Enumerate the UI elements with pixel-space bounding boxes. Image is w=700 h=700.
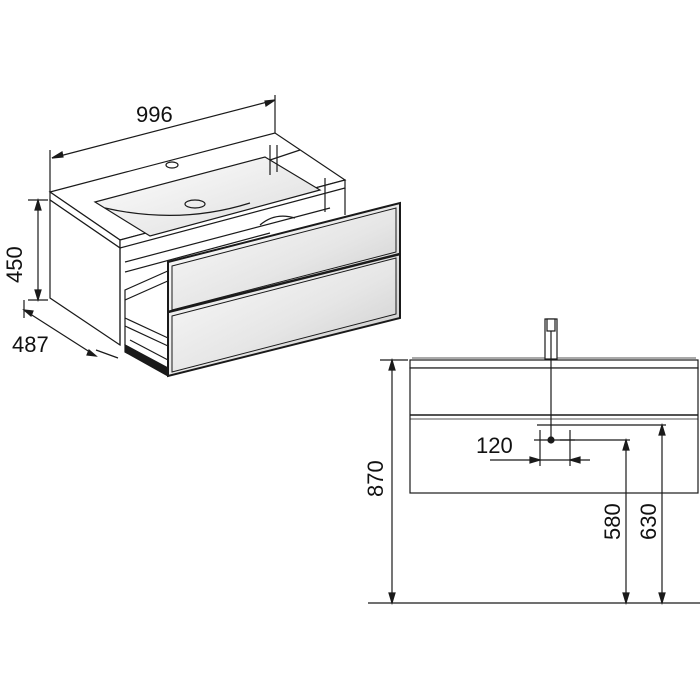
front-countertop bbox=[409, 359, 699, 369]
iso-view: 996 bbox=[2, 95, 401, 378]
iso-width-dimension bbox=[49, 95, 276, 192]
drawer-front bbox=[167, 201, 401, 378]
iso-height-label: 450 bbox=[2, 246, 27, 283]
drain-height-low-label: 580 bbox=[600, 503, 625, 540]
drain-offset-label: 120 bbox=[476, 433, 513, 458]
iso-depth-dimension bbox=[22, 300, 119, 359]
drain-marks bbox=[490, 424, 666, 466]
iso-height-dimension bbox=[28, 197, 48, 303]
front-view: 120 870 580 630 bbox=[363, 318, 700, 606]
faucet-icon bbox=[544, 318, 558, 440]
cabinet-top bbox=[48, 132, 347, 250]
cabinet-body bbox=[119, 178, 346, 345]
drain-height-high-label: 630 bbox=[636, 503, 661, 540]
front-height-label: 870 bbox=[363, 460, 388, 497]
front-cabinet bbox=[409, 367, 699, 494]
iso-width-label: 996 bbox=[136, 102, 173, 127]
drain-height-high-dimension bbox=[658, 422, 666, 606]
iso-depth-label: 487 bbox=[12, 332, 49, 357]
drawer-box bbox=[124, 269, 171, 378]
front-height-dimension bbox=[380, 357, 408, 606]
drain-height-low-dimension bbox=[622, 437, 630, 606]
